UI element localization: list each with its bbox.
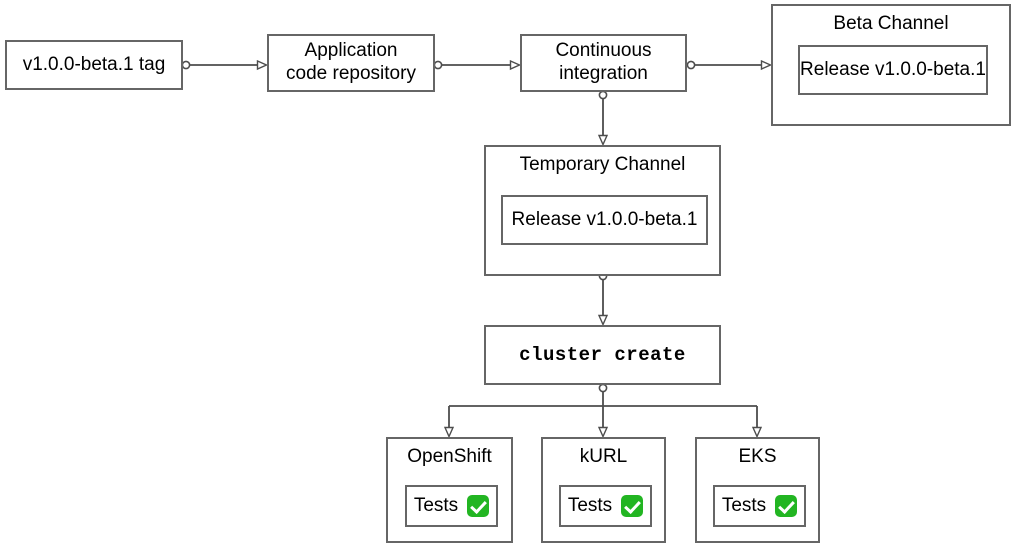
node-openshift-tests[interactable]: Tests (405, 485, 498, 527)
node-eks-tests[interactable]: Tests (713, 485, 806, 527)
eks-tests-label: Tests (721, 494, 767, 516)
node-application-code-repository[interactable]: Application code repository (267, 34, 435, 92)
edge-source-dot (433, 60, 443, 70)
check-mark-green-icon (775, 494, 798, 517)
openshift-tests-label: Tests (413, 494, 459, 516)
node-cluster-create[interactable]: cluster create (484, 325, 721, 385)
group-openshift-title: OpenShift (407, 446, 492, 467)
openshift-tests-row: Tests (413, 494, 490, 518)
node-continuous-integration-label: Continuous integration (555, 40, 652, 84)
eks-tests-row: Tests (721, 494, 798, 518)
group-beta-channel[interactable]: Beta Channel Release v1.0.0-beta.1 (771, 4, 1011, 126)
node-continuous-integration[interactable]: Continuous integration (520, 34, 687, 92)
group-kurl[interactable]: kURL Tests (541, 437, 666, 543)
group-temporary-channel[interactable]: Temporary Channel Release v1.0.0-beta.1 (484, 145, 721, 276)
node-beta-channel-release[interactable]: Release v1.0.0-beta.1 (798, 45, 988, 95)
node-application-code-repository-label: Application code repository (286, 40, 416, 84)
node-kurl-tests[interactable]: Tests (559, 485, 652, 527)
group-kurl-title: kURL (579, 446, 628, 467)
group-openshift[interactable]: OpenShift Tests (386, 437, 513, 543)
node-temporary-channel-release[interactable]: Release v1.0.0-beta.1 (501, 195, 708, 245)
group-temporary-channel-title: Temporary Channel (519, 154, 686, 175)
edge-source-dot (686, 60, 696, 70)
kurl-tests-label: Tests (567, 494, 613, 516)
node-tag[interactable]: v1.0.0-beta.1 tag (5, 40, 183, 90)
node-cluster-create-label: cluster create (519, 343, 686, 366)
check-mark-green-icon (621, 494, 644, 517)
node-tag-label: v1.0.0-beta.1 tag (22, 53, 166, 75)
node-beta-channel-release-label: Release v1.0.0-beta.1 (800, 58, 986, 80)
check-mark-green-icon (467, 494, 490, 517)
node-temporary-channel-release-label: Release v1.0.0-beta.1 (511, 208, 698, 230)
group-beta-channel-title: Beta Channel (833, 13, 949, 34)
edge-source-dot (598, 383, 608, 393)
group-eks[interactable]: EKS Tests (695, 437, 820, 543)
group-eks-title: EKS (738, 446, 777, 467)
edge-source-dot (181, 60, 191, 70)
edge-source-dot (598, 90, 608, 100)
kurl-tests-row: Tests (567, 494, 644, 518)
